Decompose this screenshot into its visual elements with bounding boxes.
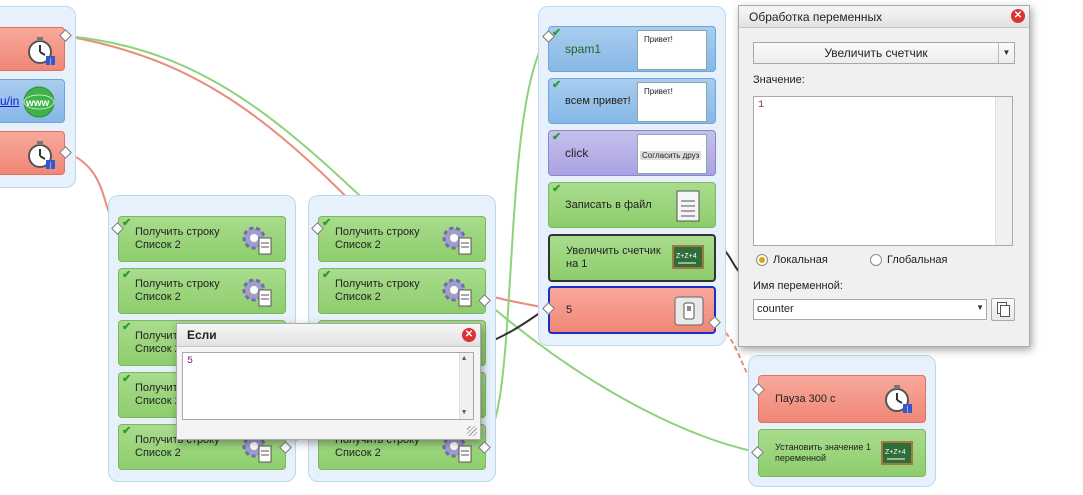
block-label: Записать в файл <box>565 198 652 211</box>
if-condition-block[interactable]: 5 <box>548 286 716 334</box>
preview-thumbnail: Привет! <box>637 30 707 70</box>
check-icon: ✔ <box>122 425 132 437</box>
scrollbar[interactable] <box>995 97 1012 245</box>
scroll-up-icon[interactable]: ▲ <box>462 355 467 363</box>
scrollbar[interactable]: ▲ ▼ <box>459 353 473 419</box>
check-icon: ✔ <box>552 131 562 143</box>
copy-icon-back <box>1000 305 1010 317</box>
variable-name-label: Имя переменной: <box>753 280 843 292</box>
preview-thumbnail: Привет! <box>637 82 707 122</box>
switch-icon <box>674 296 704 329</box>
block-label: Пауза 300 с <box>775 392 836 405</box>
set-variable-block[interactable]: Установить значение 1 переменной Z+Z+4 <box>758 429 926 477</box>
block-label: Получить строку Список 2 <box>335 226 420 251</box>
chalkboard-icon: Z+Z+4 <box>672 244 704 275</box>
gear-document-icon <box>241 224 273 259</box>
action-group-d: Пауза 300 с Установить значение 1 переме… <box>748 355 936 487</box>
variable-name-combo[interactable]: counter ▼ <box>753 299 987 320</box>
scope-global-label[interactable]: Глобальная <box>887 254 948 266</box>
gear-document-icon <box>241 432 273 467</box>
link-text[interactable]: u/in <box>0 94 20 108</box>
link-green-3 <box>483 299 757 453</box>
resize-grip-icon[interactable] <box>467 426 477 436</box>
condition-input[interactable]: 5 ▲ ▼ <box>182 352 474 420</box>
gear-document-icon <box>441 432 473 467</box>
if-dialog: Если ✕ 5 ▲ ▼ <box>176 323 481 440</box>
check-icon: ✔ <box>552 27 562 39</box>
svg-text:www: www <box>25 98 50 109</box>
stopwatch-icon <box>26 34 56 69</box>
stopwatch-icon <box>26 138 56 173</box>
dialog-title: Обработка переменных <box>749 10 883 24</box>
write-file-block[interactable]: ✔ Записать в файл <box>548 182 716 228</box>
block-label: Получить строку Список 2 <box>135 278 220 303</box>
scope-local-radio[interactable] <box>756 254 768 266</box>
preview-thumbnail: Согласить друз <box>637 134 707 174</box>
block-label: spam1 <box>565 41 602 56</box>
copy-button[interactable] <box>991 298 1015 321</box>
click-block[interactable]: ✔ click Согласить друз <box>548 130 716 176</box>
document-icon <box>675 189 701 226</box>
scope-local-label[interactable]: Локальная <box>773 254 828 266</box>
thumb-text: Согласить друз <box>640 151 702 160</box>
get-line-block[interactable]: ✔ Получить строку Список 2 <box>318 216 486 262</box>
block-label: всем привет! <box>565 94 631 107</box>
check-icon: ✔ <box>322 217 332 229</box>
variables-dialog: Обработка переменных ✕ Увеличить счетчик… <box>738 5 1030 347</box>
check-icon: ✔ <box>322 269 332 281</box>
svg-text:Z+Z+4: Z+Z+4 <box>676 253 697 260</box>
check-icon: ✔ <box>122 373 132 385</box>
gear-document-icon <box>441 224 473 259</box>
timer-block-2[interactable] <box>0 131 65 175</box>
block-label: click <box>565 145 589 160</box>
dialog-titlebar[interactable]: Обработка переменных ✕ <box>739 6 1029 28</box>
value-input[interactable]: 1 <box>753 96 1013 246</box>
increment-counter-block[interactable]: Увеличить счетчик на 1 Z+Z+4 <box>548 234 716 282</box>
chevron-down-icon[interactable]: ▼ <box>976 303 984 312</box>
close-icon[interactable]: ✕ <box>1011 9 1025 23</box>
get-line-block[interactable]: ✔ Получить строку Список 2 <box>118 268 286 314</box>
dialog-titlebar[interactable]: Если ✕ <box>177 324 480 347</box>
chevron-down-icon[interactable]: ▼ <box>998 43 1014 63</box>
value-text: 1 <box>758 100 765 111</box>
svg-text:Z+Z+4: Z+Z+4 <box>885 449 906 456</box>
block-label: 5 <box>566 303 573 316</box>
thumb-text: Привет! <box>644 35 673 44</box>
check-icon: ✔ <box>552 183 562 195</box>
get-line-block[interactable]: ✔ Получить строку Список 2 <box>118 216 286 262</box>
timer-block[interactable] <box>0 27 65 71</box>
block-label: Получить строку Список 2 <box>335 278 420 303</box>
block-label: Увеличить счетчик на 1 <box>566 245 661 270</box>
block-label: Установить значение 1 переменной <box>775 442 871 463</box>
check-icon: ✔ <box>552 79 562 91</box>
pause-block[interactable]: Пауза 300 с <box>758 375 926 423</box>
scope-global-radio[interactable] <box>870 254 882 266</box>
variable-name-value: counter <box>757 303 794 315</box>
thumb-text: Привет! <box>644 87 673 96</box>
action-group-c: ✔ spam1 Привет! ✔ всем привет! Привет! ✔… <box>538 6 726 346</box>
check-icon: ✔ <box>122 217 132 229</box>
close-icon[interactable]: ✕ <box>462 328 476 342</box>
gear-document-icon <box>241 276 273 311</box>
stopwatch-icon <box>883 382 913 417</box>
condition-value: 5 <box>187 356 194 367</box>
dialog-title: Если <box>187 328 217 342</box>
www-globe-icon: www <box>22 85 56 122</box>
chalkboard-icon: Z+Z+4 <box>881 440 913 471</box>
input-text-block[interactable]: ✔ spam1 Привет! <box>548 26 716 72</box>
check-icon: ✔ <box>122 269 132 281</box>
get-line-block[interactable]: ✔ Получить строку Список 2 <box>318 268 486 314</box>
action-select-value: Увеличить счетчик <box>824 46 928 60</box>
block-label: Получить строку Список 2 <box>135 226 220 251</box>
input-text-block[interactable]: ✔ всем привет! Привет! <box>548 78 716 124</box>
gear-document-icon <box>441 276 473 311</box>
navigate-block[interactable]: u/in www <box>0 79 65 123</box>
check-icon: ✔ <box>122 321 132 333</box>
action-select[interactable]: Увеличить счетчик ▼ <box>753 42 1015 64</box>
scroll-down-icon[interactable]: ▼ <box>462 409 467 417</box>
value-label: Значение: <box>753 74 805 86</box>
